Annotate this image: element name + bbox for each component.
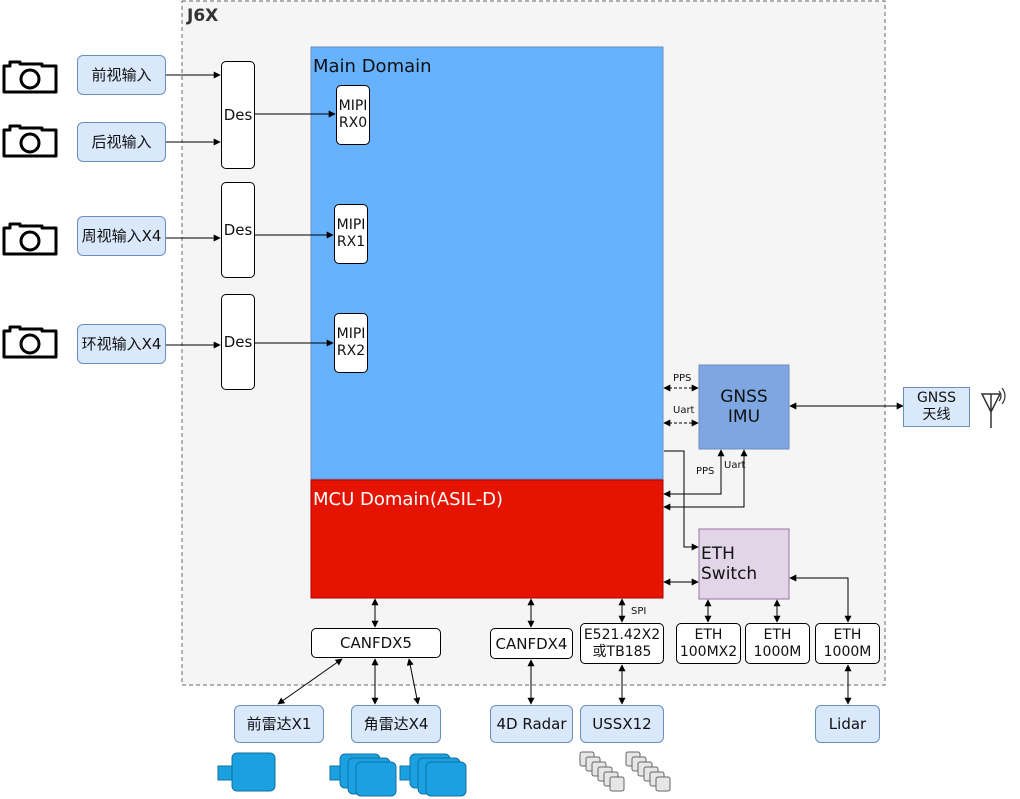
camera-icon bbox=[2, 222, 58, 256]
mcu-domain-label: MCU Domain(ASIL-D) bbox=[313, 489, 504, 510]
signal-pps-1: PPS bbox=[673, 373, 692, 384]
camera-input-surround: 环视输入X4 bbox=[77, 324, 166, 364]
gnss-imu-label: GNSS IMU bbox=[720, 386, 768, 427]
front-radar-box: 前雷达X1 bbox=[234, 705, 324, 743]
eth-100m: ETH 100MX2 bbox=[676, 623, 741, 664]
eth-switch-label: ETH Switch bbox=[701, 543, 758, 584]
antenna-icon bbox=[980, 387, 1006, 428]
signal-spi: SPI bbox=[631, 606, 647, 617]
connector bbox=[277, 658, 343, 705]
front-radar-icon bbox=[217, 752, 276, 792]
canfd-x5: CANFDX5 bbox=[311, 628, 441, 658]
camera-icon bbox=[2, 124, 58, 158]
ultrasonic-sensor-icon bbox=[625, 751, 671, 792]
gnss-imu-block bbox=[698, 364, 790, 450]
camera-icon bbox=[2, 325, 58, 359]
connector bbox=[789, 574, 852, 623]
eth-switch-block bbox=[698, 528, 790, 600]
signal-pps-2: PPS bbox=[696, 466, 715, 477]
connector bbox=[664, 450, 699, 551]
corner-radar-icon bbox=[329, 753, 397, 797]
lidar-box: Lidar bbox=[815, 705, 880, 743]
mcu-domain-block bbox=[310, 479, 664, 599]
camera-icon bbox=[2, 60, 58, 94]
radar-4d-box: 4D Radar bbox=[490, 705, 573, 743]
deserializer-2: Des bbox=[221, 182, 255, 278]
signal-uart-2: Uart bbox=[724, 460, 746, 471]
signal-uart-1: Uart bbox=[673, 405, 695, 416]
corner-radar-icon bbox=[399, 753, 467, 797]
mipi-rx1: MIPI RX1 bbox=[334, 204, 368, 264]
corner-radar-box: 角雷达X4 bbox=[351, 705, 441, 743]
camera-input-rear: 后视输入 bbox=[77, 122, 166, 162]
ultrasonic-sensor-icon bbox=[579, 751, 625, 792]
gnss-antenna-box: GNSS 天线 bbox=[903, 387, 970, 427]
main-domain-label: Main Domain bbox=[313, 56, 432, 77]
canfd-x4: CANFDX4 bbox=[490, 628, 573, 659]
deserializer-3: Des bbox=[221, 294, 255, 390]
eth-1000m-1: ETH 1000M bbox=[745, 623, 810, 664]
chip-title: J6X bbox=[187, 6, 219, 26]
connector bbox=[406, 658, 421, 705]
mipi-rx2: MIPI RX2 bbox=[334, 313, 368, 373]
connector bbox=[663, 449, 748, 511]
deserializer-1: Des bbox=[221, 61, 255, 169]
mipi-rx0: MIPI RX0 bbox=[336, 85, 370, 145]
camera-input-front: 前视输入 bbox=[77, 55, 166, 95]
eth-1000m-2: ETH 1000M bbox=[815, 623, 880, 664]
ussx12-box: USSX12 bbox=[580, 705, 664, 743]
camera-input-side: 周视输入X4 bbox=[77, 216, 166, 256]
e521-interface: E521.42X2 或TB185 bbox=[580, 623, 664, 664]
